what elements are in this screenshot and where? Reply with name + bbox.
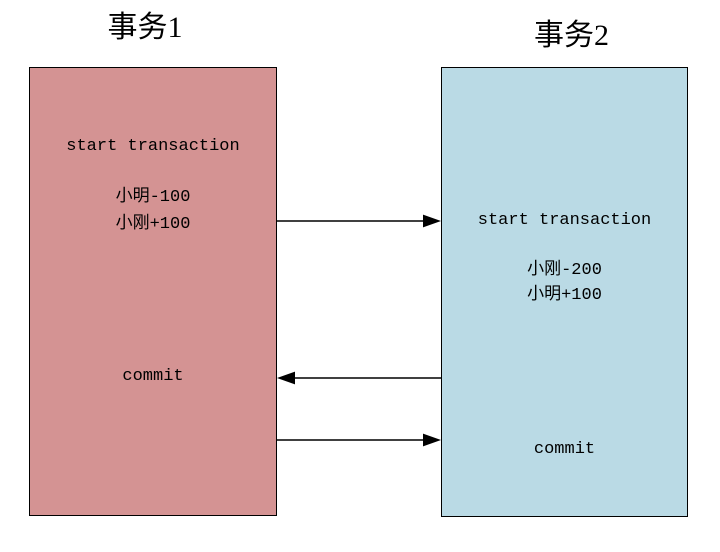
arrow-right-icon (277, 214, 441, 228)
transaction1-box: start transaction 小明-100 小刚+100 commit (29, 67, 277, 516)
transaction2-operation-1: 小刚-200 (527, 261, 602, 280)
transaction1-title: 事务1 (107, 11, 183, 44)
arrow-left-icon (277, 371, 441, 385)
transaction1-commit-text: commit (122, 367, 184, 386)
transaction1-operation-2: 小刚+100 (115, 215, 191, 234)
transaction2-box: start transaction 小刚-200 小明+100 commit (441, 67, 688, 517)
transaction2-operation-2: 小明+100 (527, 286, 602, 305)
transaction2-start-text: start transaction (477, 211, 652, 230)
arrow-right-icon (277, 433, 441, 447)
transaction2-commit-text: commit (533, 440, 596, 459)
transaction2-title: 事务2 (534, 19, 609, 52)
transaction1-start-text: start transaction (66, 137, 240, 156)
transaction1-operation-1: 小明-100 (115, 188, 191, 207)
